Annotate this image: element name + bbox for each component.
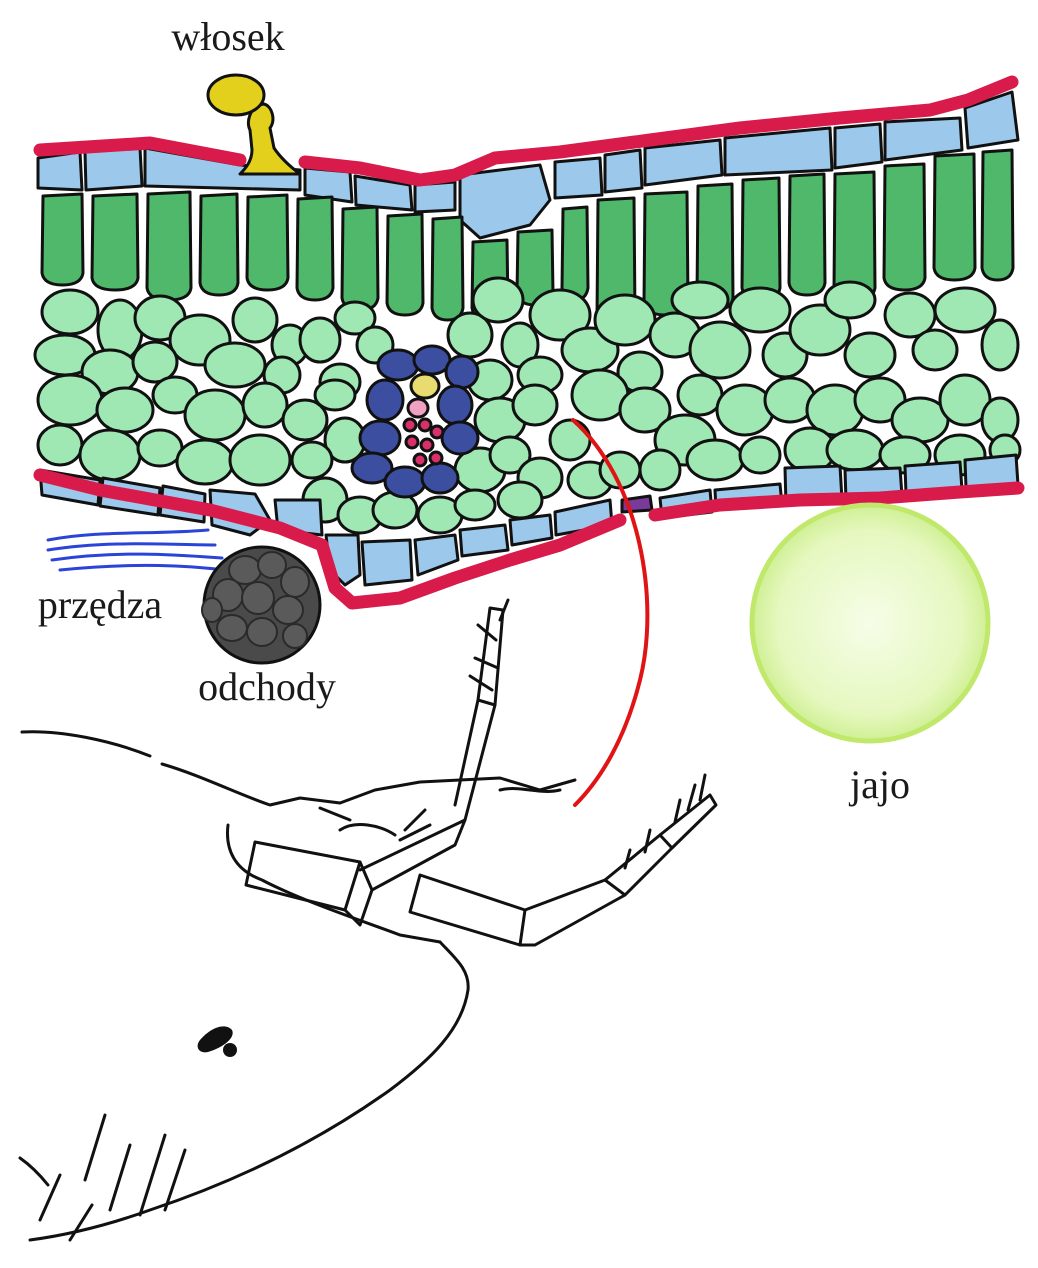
palisade-cell [742, 178, 780, 300]
spongy-cell [185, 390, 245, 440]
spongy-cell [230, 435, 290, 485]
spongy-cell [825, 282, 875, 318]
spongy-cell [233, 298, 277, 342]
spongy-cell [177, 440, 233, 484]
spongy-cell [982, 320, 1018, 370]
spongy-cell [717, 385, 773, 435]
palisade-cell [562, 207, 588, 300]
spongy-cell [42, 290, 98, 334]
palisade-cell [200, 194, 238, 295]
silk-label: przędza [38, 582, 163, 627]
spongy-cell [595, 295, 655, 345]
palisade-cell [42, 194, 83, 285]
spongy-cell [80, 430, 140, 480]
spongy-cell [138, 430, 182, 466]
hair-head [208, 75, 264, 115]
spongy-cell [690, 322, 750, 378]
spongy-cell [678, 375, 722, 415]
palisade-cell [387, 214, 423, 315]
spongy-cell [243, 383, 287, 427]
spongy-cell [300, 318, 340, 362]
spongy-cell [740, 437, 780, 473]
egg-label: jajo [848, 762, 910, 807]
spongy-cell [730, 288, 790, 332]
spongy-cell [550, 420, 590, 460]
spongy-cell [97, 388, 153, 432]
palisade-cell [147, 192, 191, 300]
spongy-cell [498, 482, 542, 518]
palisade-cell [884, 164, 925, 290]
egg [752, 505, 988, 741]
feces-label: odchody [198, 664, 336, 709]
palisade-cell [789, 174, 825, 295]
spongy-cell [687, 440, 743, 480]
spongy-cell [205, 343, 265, 387]
palisade-cell [297, 197, 333, 300]
spongy-cell [672, 282, 728, 318]
palisade-cell [432, 217, 463, 320]
silk-threads [48, 530, 225, 570]
palisade-cell [934, 154, 975, 280]
palisade-cell [92, 194, 138, 290]
spongy-cell [292, 442, 332, 478]
spongy-cell [845, 333, 895, 377]
spongy-cell [455, 490, 495, 520]
spongy-cell [315, 380, 355, 410]
spider-mite [20, 600, 716, 1240]
palisade-cell [342, 207, 378, 310]
spongy-cell [38, 375, 102, 425]
spongy-cell [513, 385, 557, 425]
palisade-cell [247, 195, 288, 290]
hair-label: włosek [171, 14, 284, 59]
spongy-cell [38, 425, 82, 465]
spongy-cell [473, 278, 523, 322]
spongy-cell [640, 450, 680, 490]
spongy-cell [827, 430, 883, 470]
spongy-cell [913, 330, 957, 370]
feces [202, 547, 320, 663]
spongy-cell [935, 288, 995, 332]
palisade-cell [982, 150, 1013, 280]
